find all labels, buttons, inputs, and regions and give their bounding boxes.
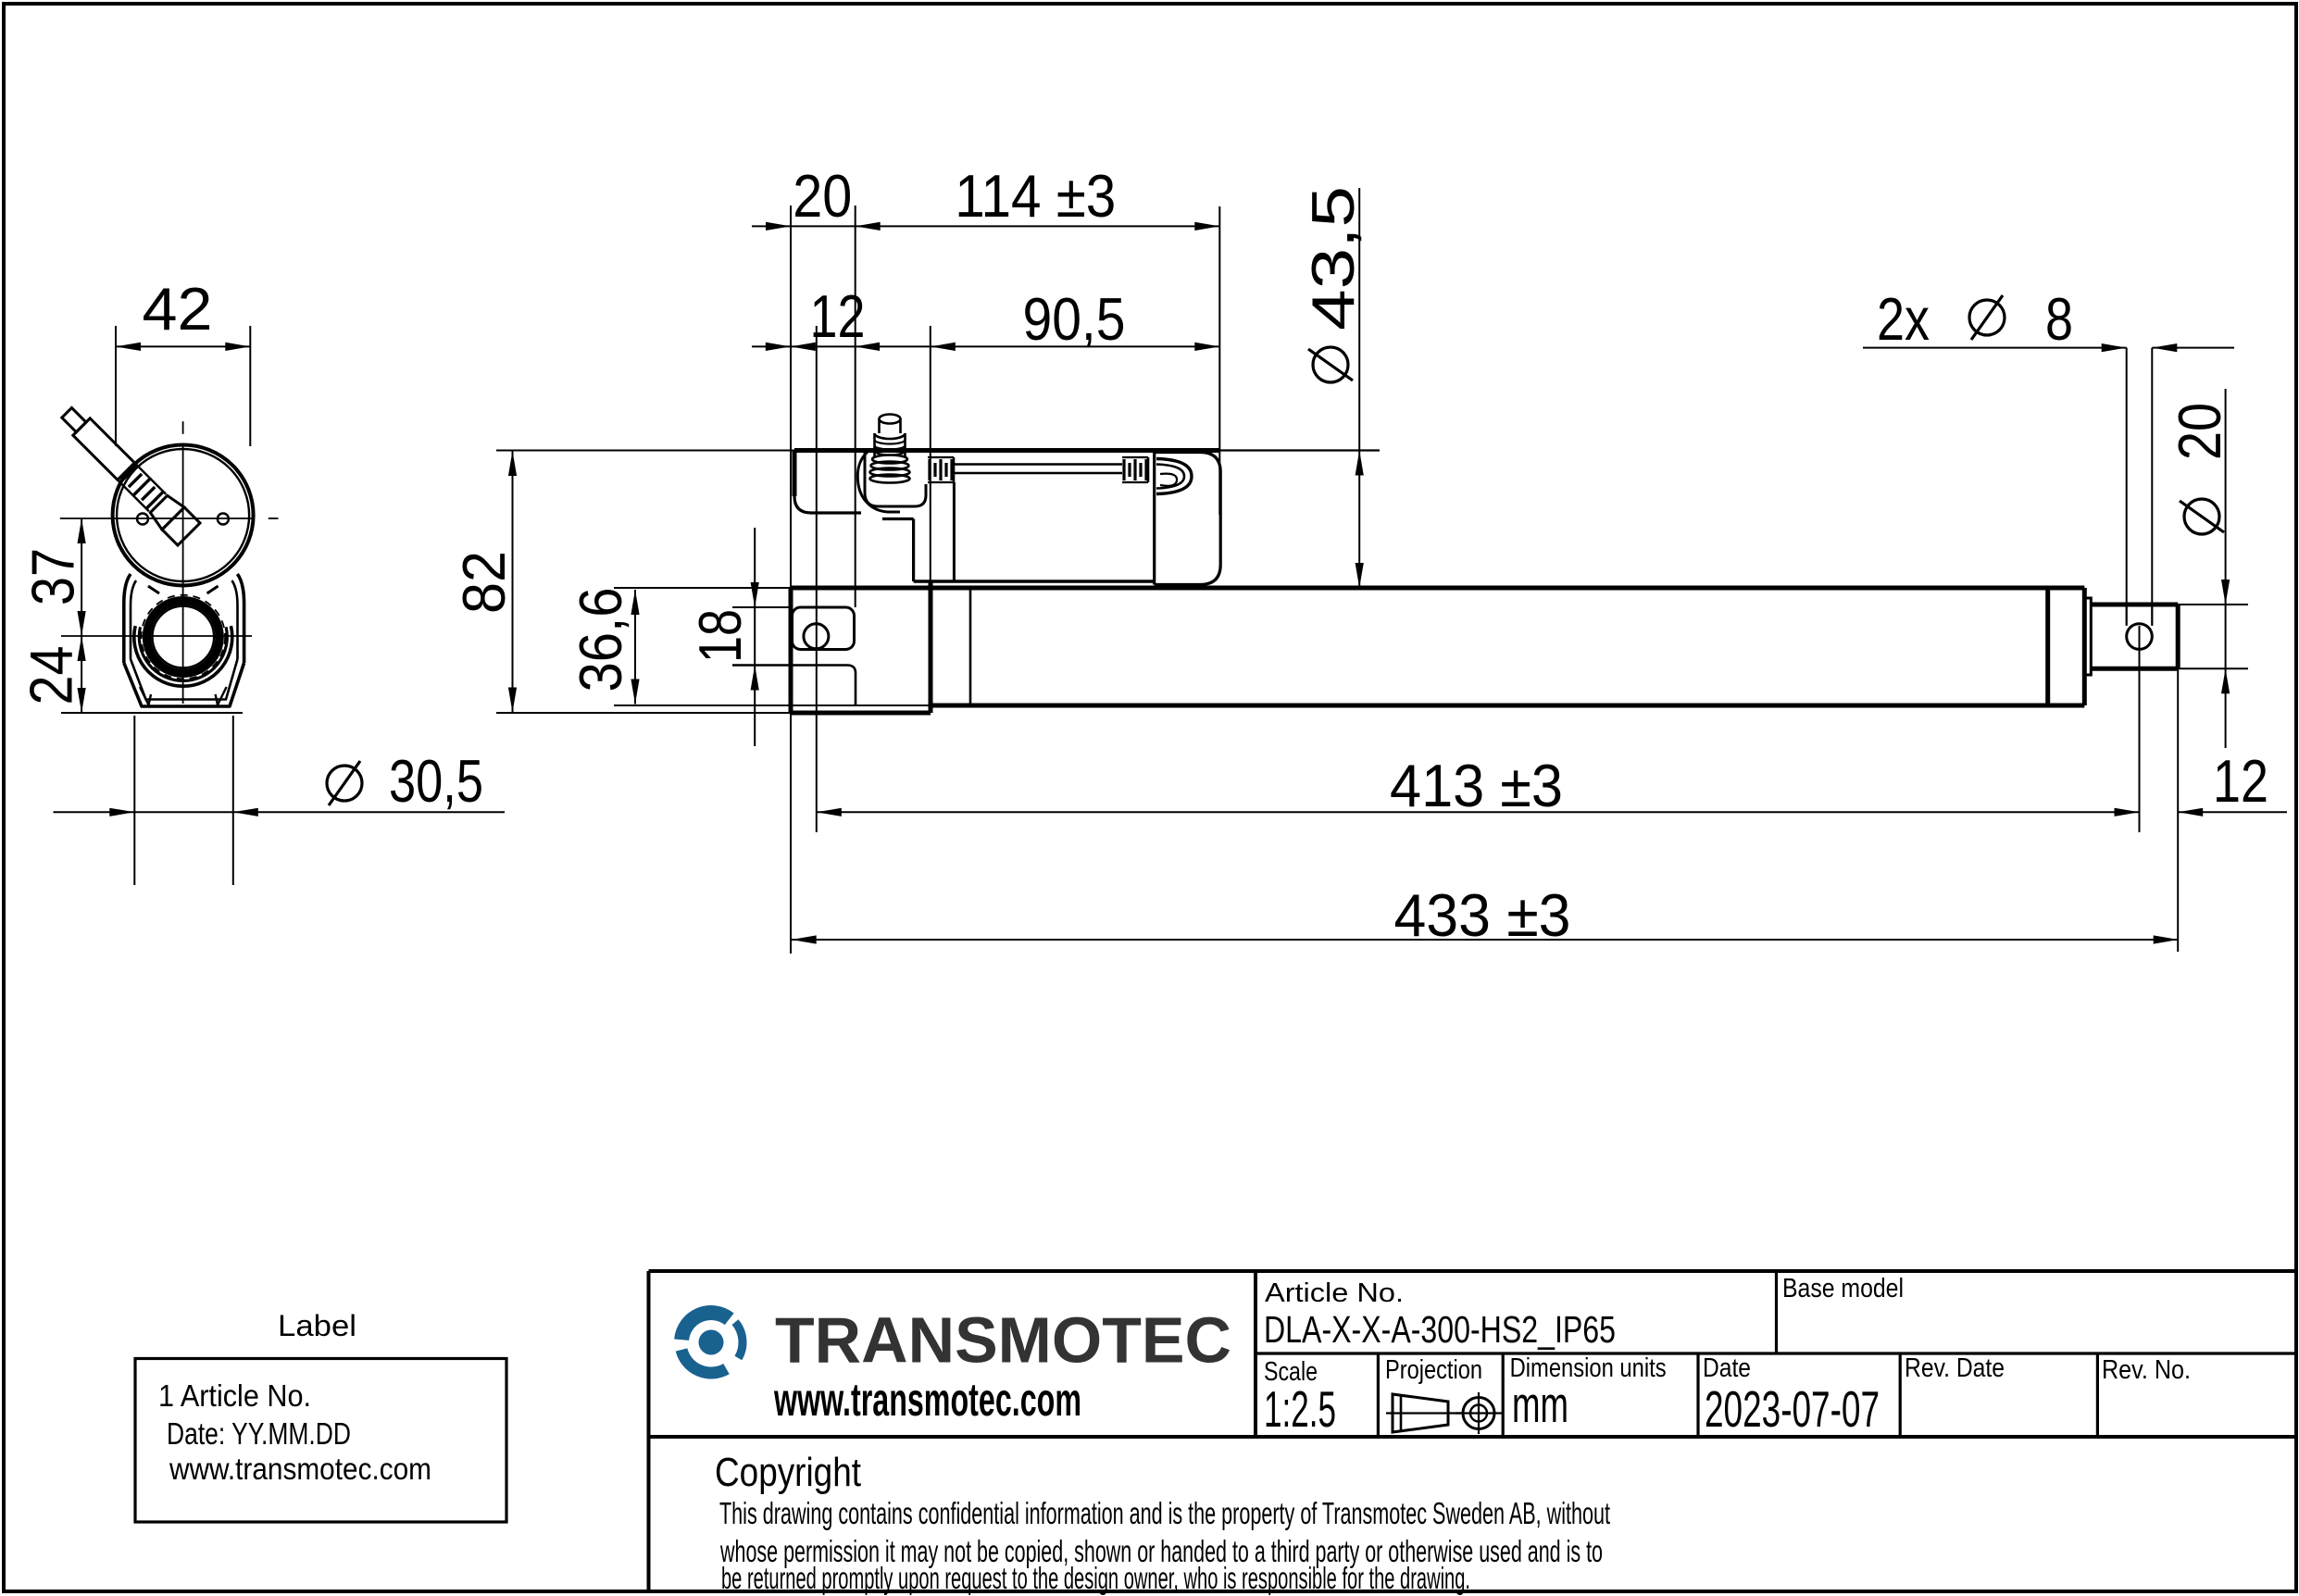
svg-text:2x: 2x	[1877, 285, 1930, 353]
svg-text:30,5: 30,5	[389, 747, 483, 815]
svg-text:This drawing contains confiden: This drawing contains confidential infor…	[719, 1496, 1610, 1530]
svg-text:Rev. No.: Rev. No.	[2102, 1355, 2191, 1385]
svg-text:be returned promptly upon requ: be returned promptly upon request to the…	[721, 1561, 1470, 1595]
svg-text:DLA-X-X-A-300-HS2_IP65: DLA-X-X-A-300-HS2_IP65	[1264, 1308, 1616, 1351]
svg-text:12: 12	[810, 282, 866, 350]
svg-text:8: 8	[2045, 285, 2073, 353]
svg-text:42: 42	[143, 275, 213, 343]
svg-text:24: 24	[18, 646, 85, 705]
svg-text:20: 20	[793, 162, 852, 230]
svg-text:413 ±3: 413 ±3	[1390, 752, 1563, 819]
svg-text:Date: Date	[1703, 1353, 1751, 1383]
svg-text:12: 12	[2213, 747, 2268, 815]
svg-text:Projection: Projection	[1385, 1355, 1482, 1385]
svg-text:36,6: 36,6	[567, 588, 634, 692]
svg-text:18: 18	[686, 609, 754, 663]
svg-text:37: 37	[19, 548, 87, 605]
svg-text:TRANSMOTEC: TRANSMOTEC	[775, 1304, 1231, 1377]
svg-text:Scale: Scale	[1264, 1357, 1318, 1387]
svg-text:90,5: 90,5	[1023, 285, 1126, 353]
svg-text:2023-07-07: 2023-07-07	[1705, 1380, 1880, 1438]
svg-text:Copyright: Copyright	[715, 1450, 861, 1495]
svg-text:433 ±3: 433 ±3	[1394, 881, 1571, 949]
svg-text:82: 82	[450, 551, 518, 614]
svg-text:Rev. Date: Rev. Date	[1905, 1353, 2005, 1383]
svg-text:114 ±3: 114 ±3	[955, 162, 1116, 230]
svg-text:whose permission it may not be: whose permission it may not be copied, s…	[719, 1534, 1603, 1568]
svg-text:Base model: Base model	[1782, 1274, 1904, 1303]
svg-text:www.transmotec.com: www.transmotec.com	[169, 1452, 431, 1486]
svg-text:1 Article No.: 1 Article No.	[158, 1378, 311, 1413]
svg-text:mm: mm	[1512, 1376, 1568, 1433]
svg-text:Article No.: Article No.	[1265, 1278, 1404, 1308]
svg-text:www.transmotec.com: www.transmotec.com	[773, 1374, 1081, 1426]
svg-text:1:2.5: 1:2.5	[1264, 1380, 1336, 1438]
svg-text:Date: YY.MM.DD: Date: YY.MM.DD	[167, 1416, 351, 1451]
svg-text:43,5: 43,5	[1299, 186, 1367, 330]
svg-text:Dimension units: Dimension units	[1510, 1353, 1667, 1383]
svg-text:20: 20	[2166, 403, 2233, 460]
svg-text:Label: Label	[278, 1309, 356, 1342]
